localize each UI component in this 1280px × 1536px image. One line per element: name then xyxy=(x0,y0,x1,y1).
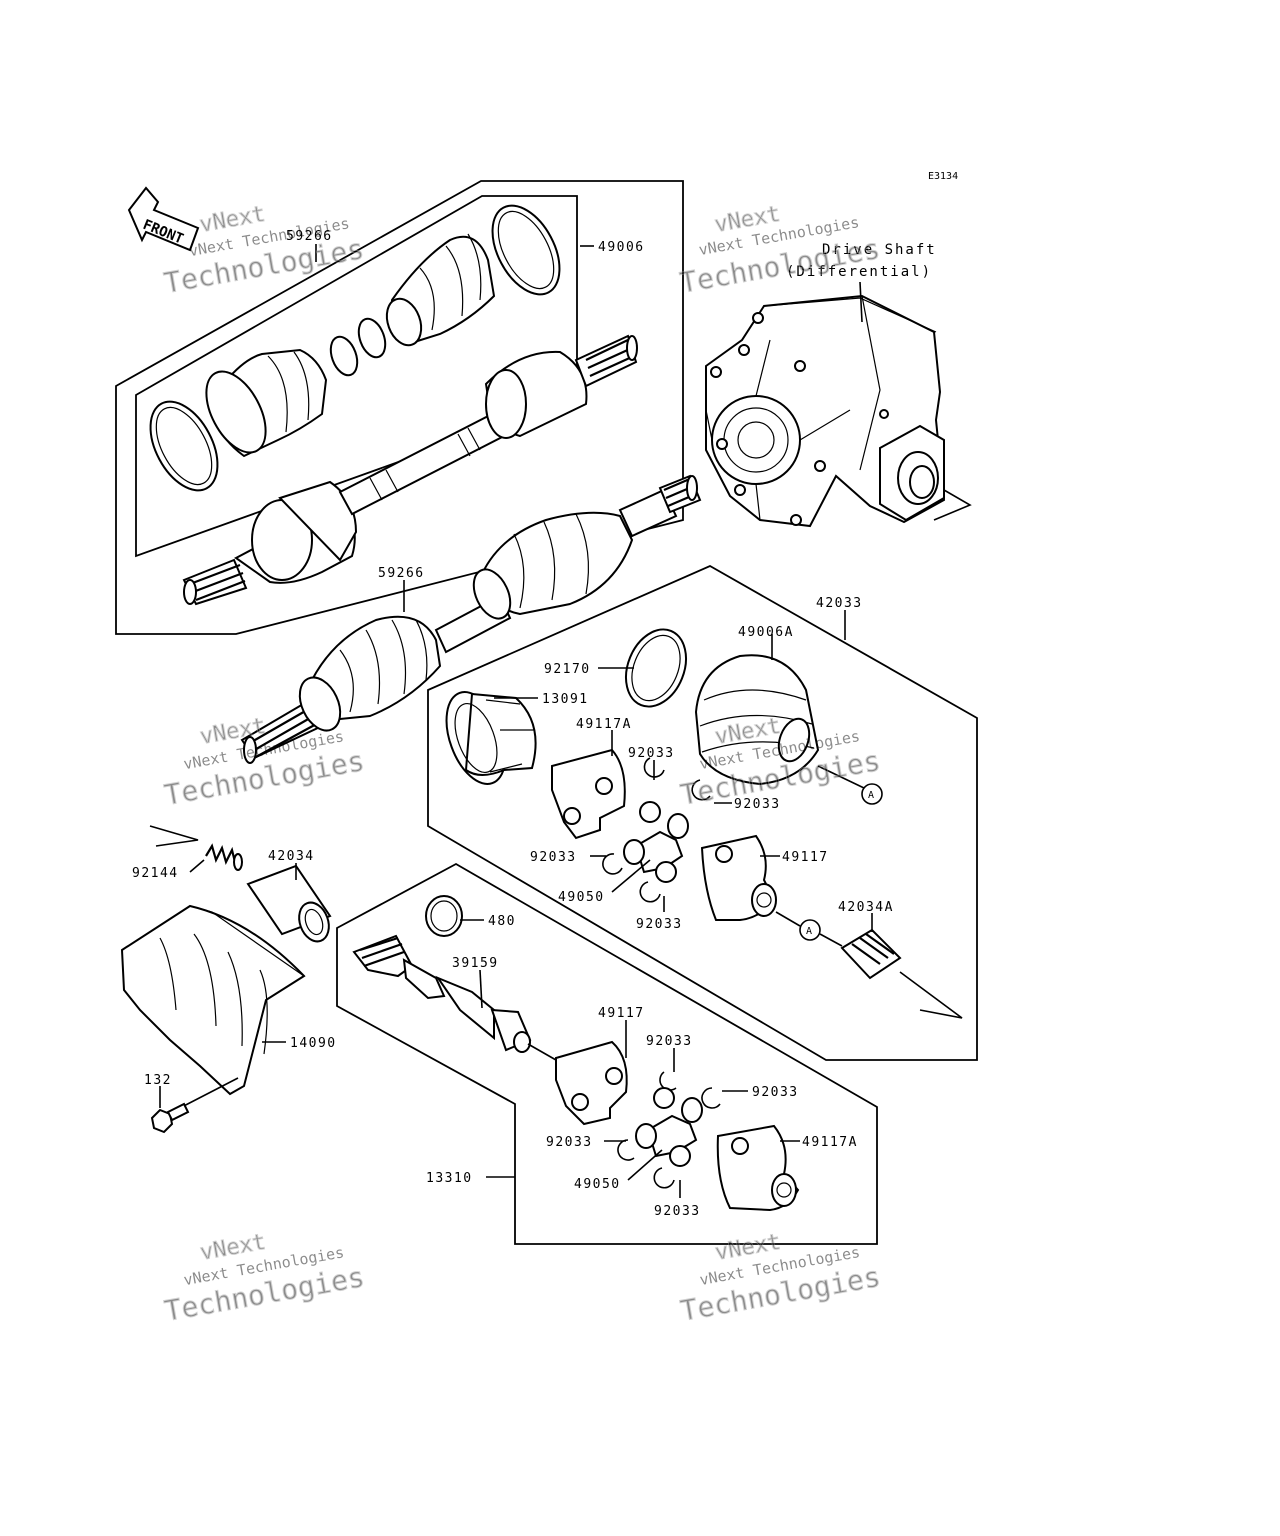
svg-text:A: A xyxy=(806,926,812,937)
callout-39159: 39159 xyxy=(452,956,499,971)
bolt-leader xyxy=(175,1077,239,1111)
callout-labels: 59266 49006 59266 42033 49006A 92170 130… xyxy=(132,229,894,1219)
svg-text:A: A xyxy=(868,790,874,801)
callout-49117A-lower: 49117A xyxy=(802,1135,858,1150)
callout-92033-g: 92033 xyxy=(546,1135,593,1150)
ref-a-leader-3 xyxy=(819,933,843,947)
differential-housing xyxy=(705,294,946,528)
part-49006A-boot xyxy=(694,654,820,786)
callout-49050-upper: 49050 xyxy=(558,890,605,905)
propeller-axis-line xyxy=(527,1043,557,1061)
ref-mark-a-1: A xyxy=(861,783,883,805)
callout-14090: 14090 xyxy=(290,1036,337,1051)
part-14090-guard xyxy=(120,904,306,1096)
callout-92144: 92144 xyxy=(132,866,179,881)
part-42034A-coupler xyxy=(840,928,902,980)
part-49050-spider-lower xyxy=(635,1087,703,1167)
callout-59266-mid: 59266 xyxy=(378,566,425,581)
callout-13091: 13091 xyxy=(542,692,589,707)
callout-49117A-upper: 49117A xyxy=(576,717,632,732)
caption-differential: (Differential) xyxy=(786,264,932,280)
callout-42033: 42033 xyxy=(816,596,863,611)
watermark-6: vNext vNext Technologies Technologies xyxy=(678,1229,884,1328)
callout-49006: 49006 xyxy=(598,240,645,255)
axle-shaft-upper xyxy=(182,334,638,606)
callout-92033-h: 92033 xyxy=(654,1204,701,1219)
part-480-circlip xyxy=(425,895,463,937)
front-joint-group-box xyxy=(427,564,978,1061)
front-joint-axis-line xyxy=(899,971,963,1019)
part-49117A-yoke-lower xyxy=(716,1124,800,1212)
callout-49006A: 49006A xyxy=(738,625,794,640)
boot-kit-parts xyxy=(149,204,561,492)
part-39159-shaft xyxy=(352,934,532,1053)
ref-a-leader-2 xyxy=(775,911,801,927)
part-92144-spring xyxy=(205,843,243,871)
leader-lines xyxy=(159,244,873,1198)
propeller-shaft-group-box xyxy=(336,862,878,1245)
callout-92033-d: 92033 xyxy=(636,917,683,932)
part-49117A-yoke-upper xyxy=(551,748,626,840)
callout-480: 480 xyxy=(488,914,516,929)
callout-49117-lower: 49117 xyxy=(598,1006,645,1021)
part-49117-yoke-upper xyxy=(700,834,777,921)
callout-92033-f: 92033 xyxy=(752,1085,799,1100)
callout-132: 132 xyxy=(144,1073,172,1088)
callout-49050-lower: 49050 xyxy=(574,1177,621,1192)
callout-42034A: 42034A xyxy=(838,900,894,915)
part-92170-ring xyxy=(625,628,687,708)
part-49050-spider-upper xyxy=(623,801,689,883)
callout-13310: 13310 xyxy=(426,1171,473,1186)
callout-92170: 92170 xyxy=(544,662,591,677)
caption-drive-shaft: Drive Shaft xyxy=(822,242,937,258)
part-132-bolt xyxy=(150,1102,190,1134)
part-13091-cup xyxy=(445,691,537,785)
callout-49117-upper: 49117 xyxy=(782,850,829,865)
circlips-upper xyxy=(602,757,711,903)
callout-92033-e: 92033 xyxy=(646,1034,693,1049)
watermark-2: vNext vNext Technologies Technologies xyxy=(677,201,883,300)
callout-92033-b: 92033 xyxy=(734,797,781,812)
callout-92033-a: 92033 xyxy=(628,746,675,761)
callout-92033-c: 92033 xyxy=(530,850,577,865)
ref-a-leader-1 xyxy=(817,765,865,789)
spring-axis-line xyxy=(149,825,199,847)
outer-shaft-group-box xyxy=(115,180,684,635)
part-42034-sleeve xyxy=(246,864,332,943)
callout-59266-top: 59266 xyxy=(286,229,333,244)
part-49117-yoke-lower xyxy=(555,1040,628,1126)
drawing-code: E3134 xyxy=(928,171,958,182)
differential-axis-line xyxy=(933,489,972,521)
ref-mark-a-2: A xyxy=(799,919,821,941)
callout-42034: 42034 xyxy=(268,849,315,864)
axle-shaft-lower xyxy=(240,474,702,764)
watermark-5: vNext vNext Technologies Technologies xyxy=(162,1229,368,1328)
front-arrow-icon: FRONT xyxy=(127,186,200,252)
